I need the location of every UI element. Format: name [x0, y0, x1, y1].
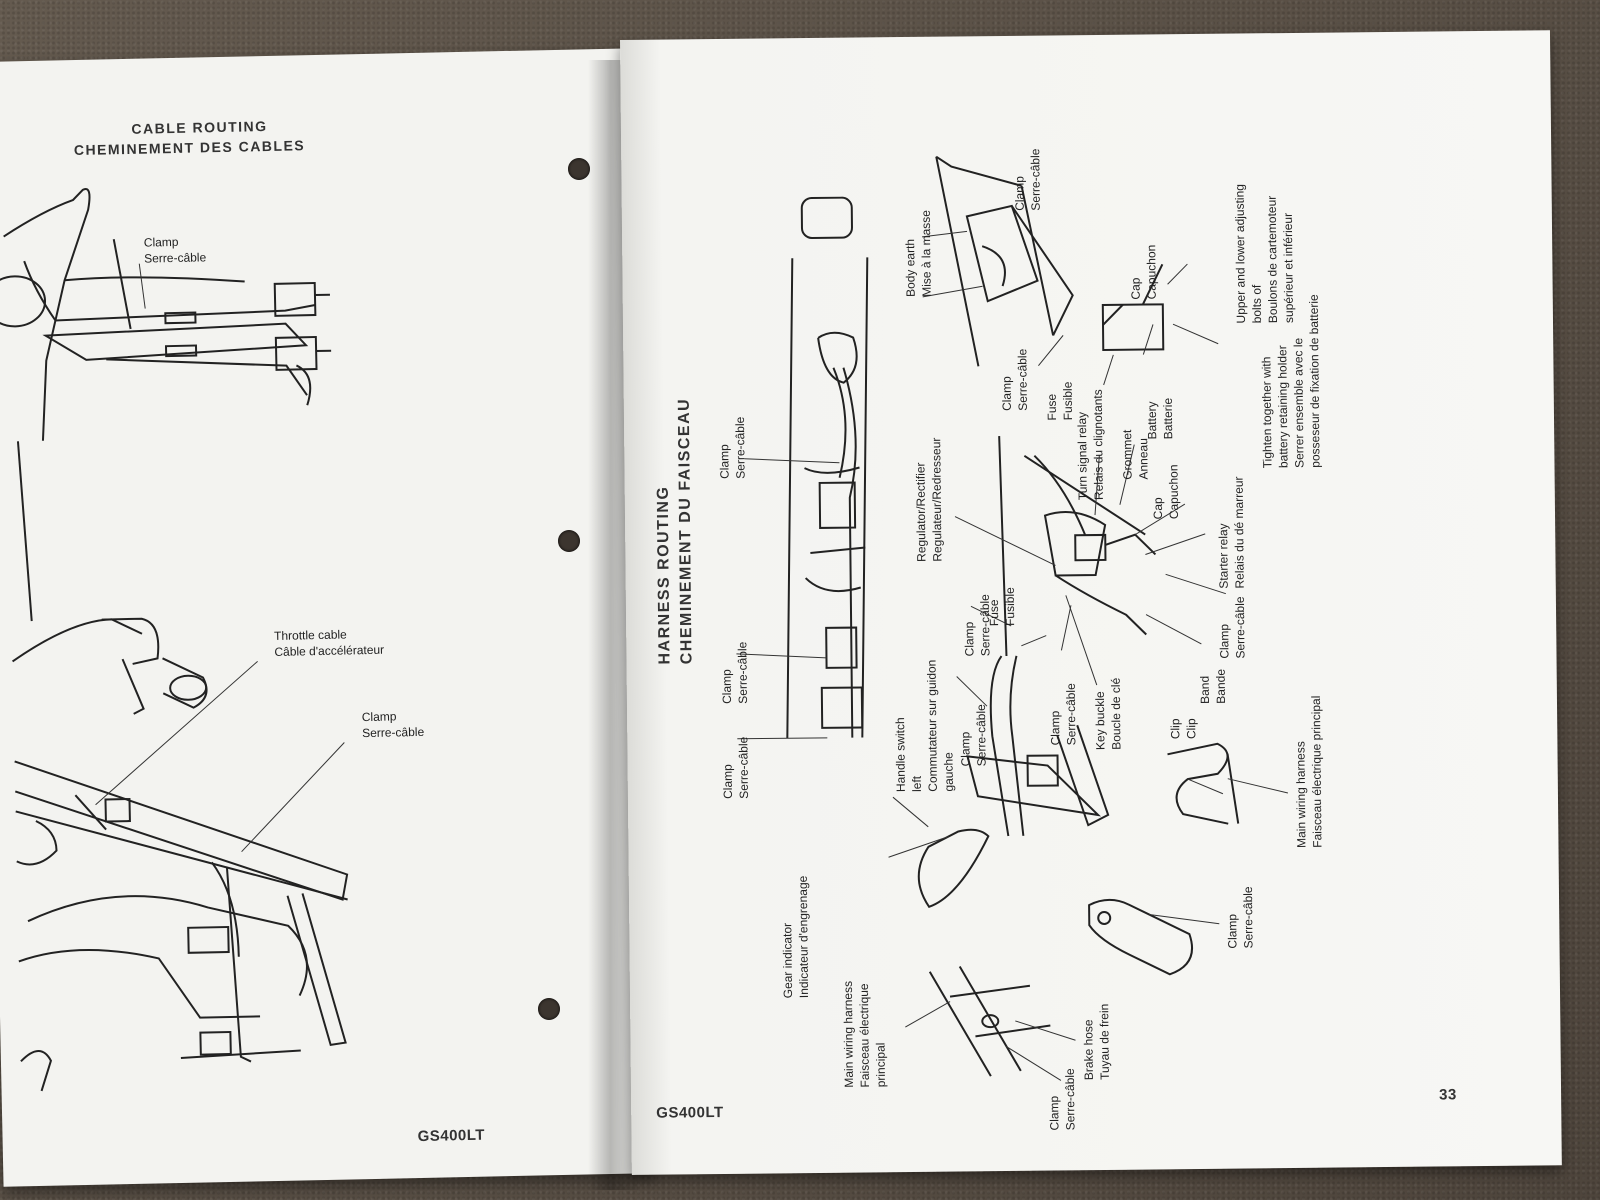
right-footer: GS400LT — [656, 1103, 724, 1122]
right-page: HARNESS ROUTING CHEMINEMENT DU FAISCEAU — [620, 30, 1562, 1175]
page-number: 33 — [1439, 1086, 1457, 1104]
left-page: CABLE ROUTING CHEMINEMENT DES CABLES — [0, 48, 654, 1187]
left-footer: GS400LT — [417, 1126, 486, 1146]
punch-hole — [538, 998, 560, 1020]
punch-hole — [568, 158, 590, 180]
punch-hole — [558, 530, 580, 552]
harness-routing-diagram — [736, 155, 1289, 1081]
cable-routing-diagram — [0, 188, 349, 1092]
